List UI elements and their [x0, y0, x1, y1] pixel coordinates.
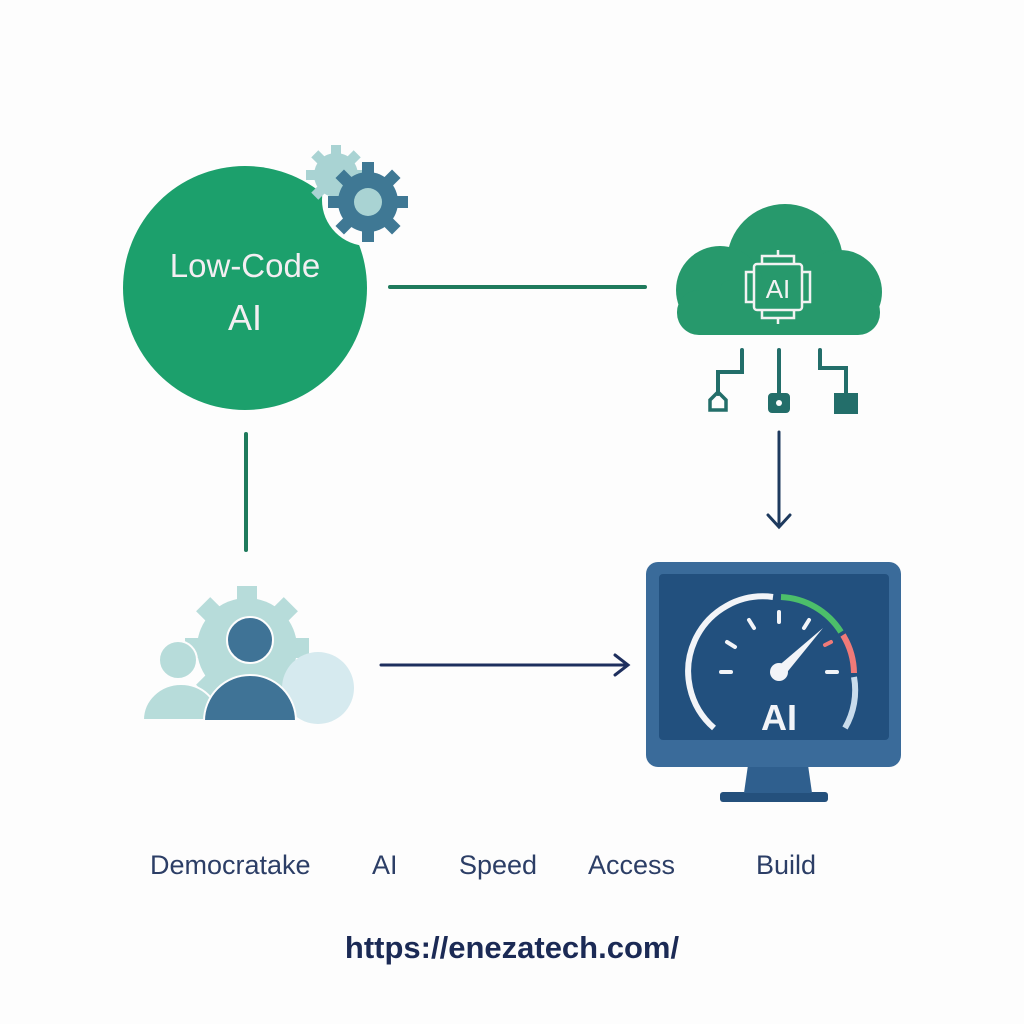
arrow-right [379, 653, 631, 677]
label-democratake: Democratake [150, 850, 311, 880]
low-code-subtitle: AI [228, 297, 262, 338]
footer-url: https://enezatech.com/ [344, 930, 680, 965]
monitor-label: AI [761, 697, 797, 738]
low-code-title: Low-Code [170, 247, 320, 284]
label-speed: Speed [459, 850, 538, 880]
label-ai: AI [372, 850, 398, 880]
green-circle [123, 166, 367, 410]
gear-icon [306, 145, 414, 246]
chip-icon [744, 250, 812, 324]
network-nodes-icon [708, 348, 858, 414]
users-gear-icon [141, 586, 354, 724]
label-build: Build [756, 850, 817, 880]
speedometer-icon [685, 593, 859, 731]
monitor-speed-icon: AI [646, 562, 901, 802]
low-code-ai-node: Low-Code AI [123, 166, 367, 410]
cloud-ai-icon: AI [676, 204, 882, 414]
label-access: Access [588, 850, 676, 880]
arrow-down [766, 430, 792, 530]
chip-label: AI [766, 274, 791, 304]
